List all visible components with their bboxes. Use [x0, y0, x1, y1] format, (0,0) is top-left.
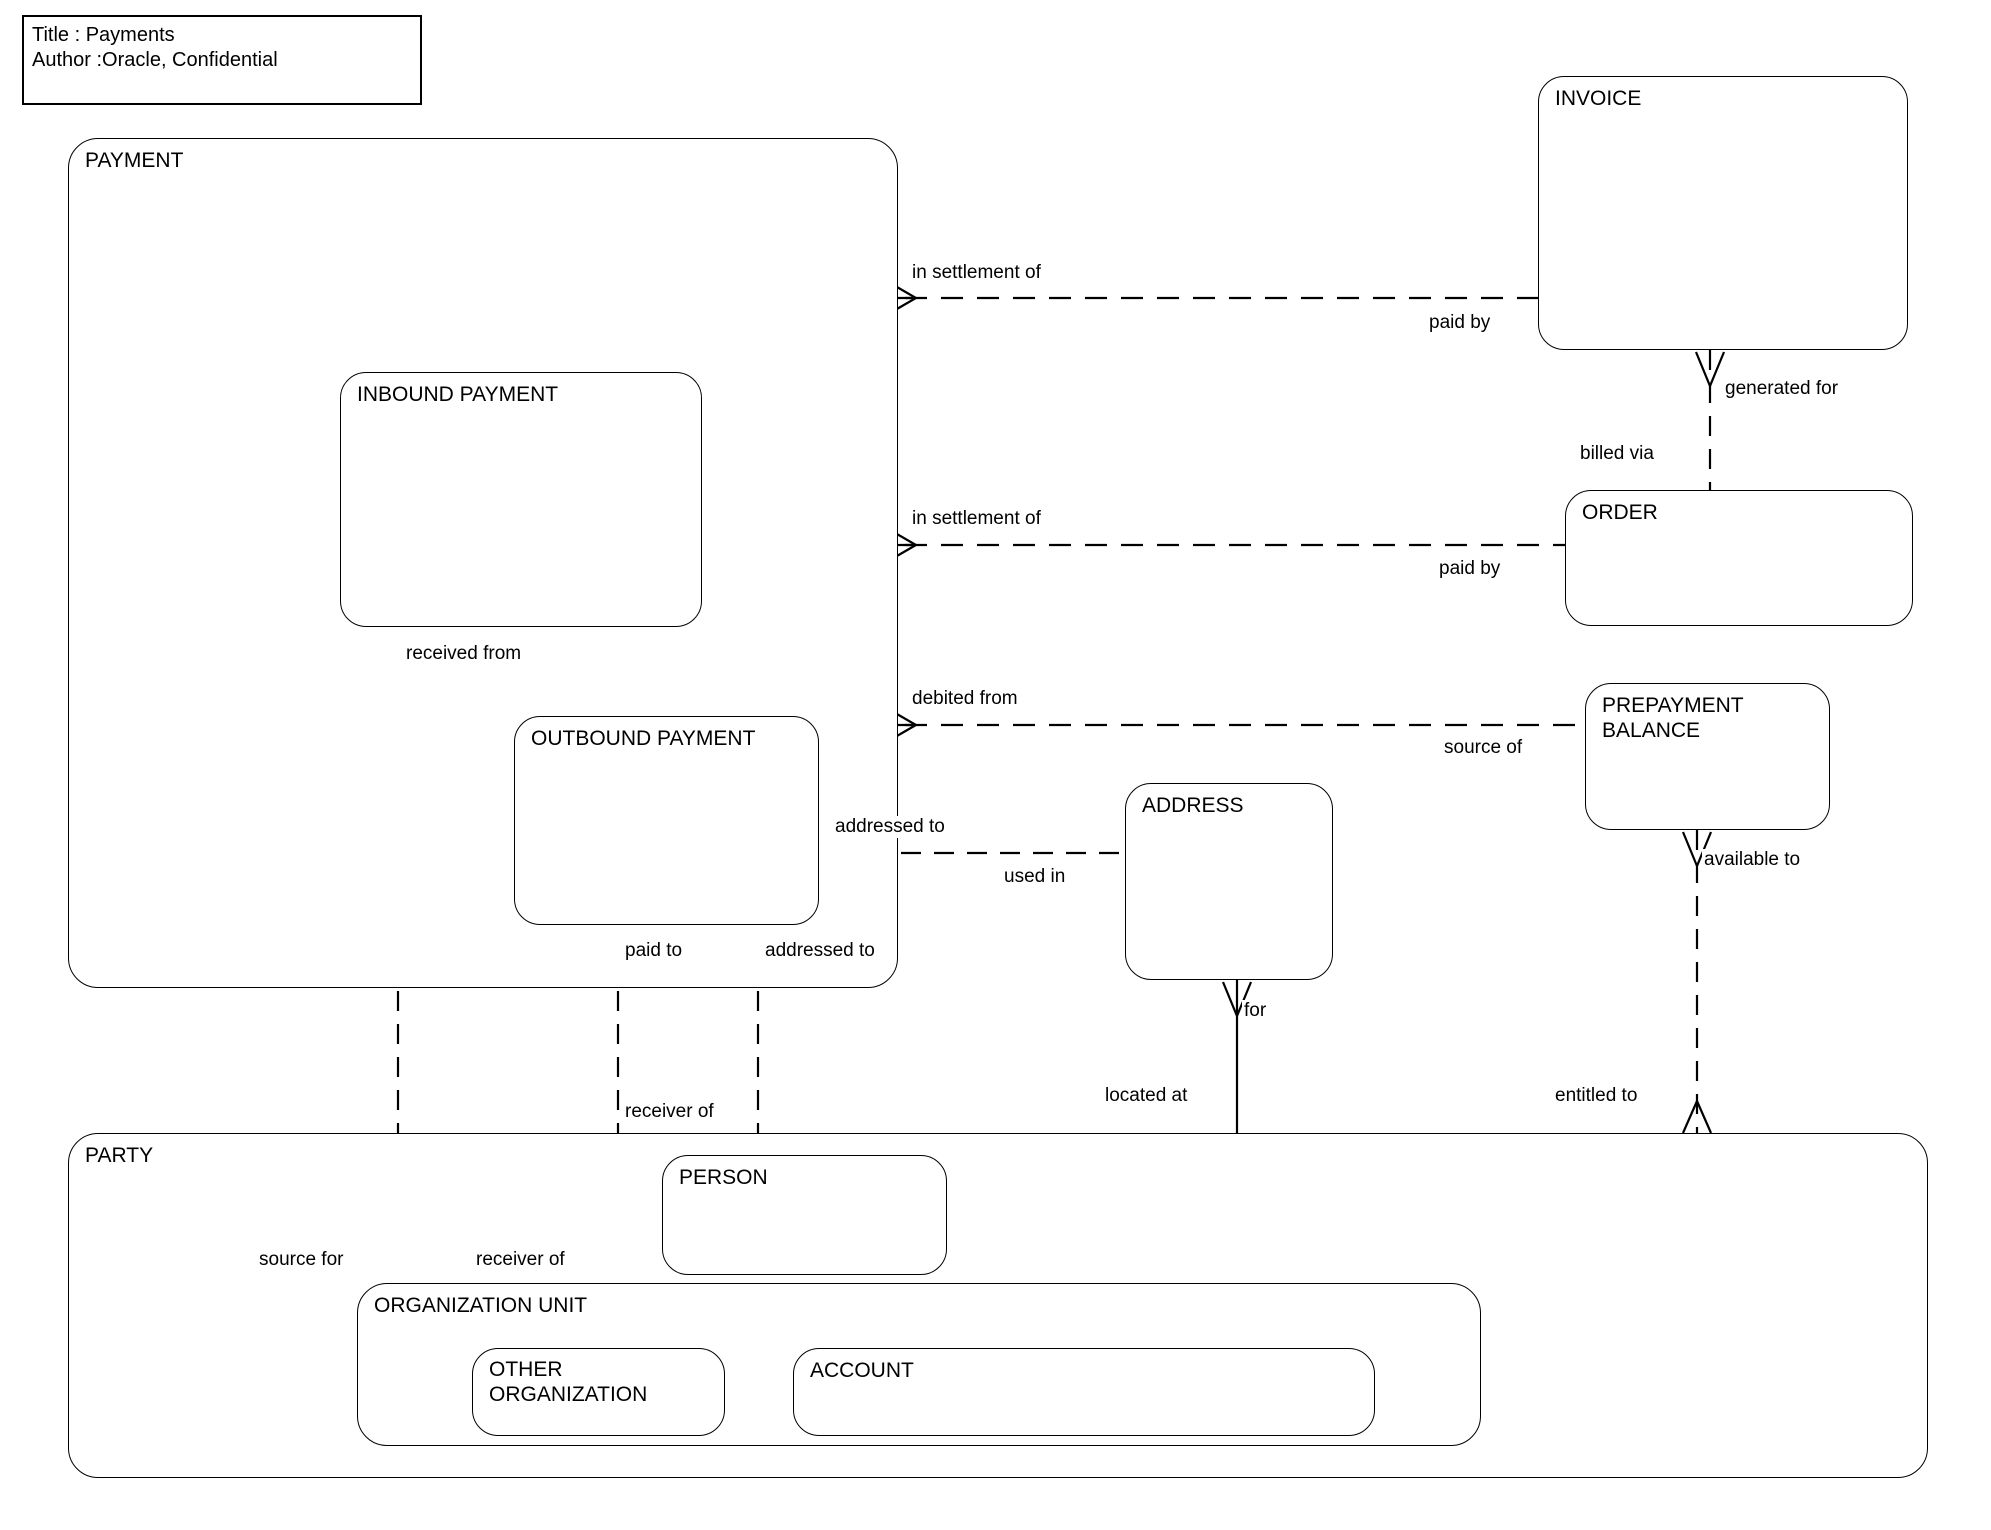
diagram-title: Title : Payments [32, 24, 175, 46]
entity-other-organization-label-line1: OTHER [489, 1358, 563, 1381]
entity-account-label: ACCOUNT [810, 1359, 914, 1382]
label-source-for: source for [257, 1249, 346, 1271]
label-paid-by-order: paid by [1437, 558, 1503, 580]
title-block: Title : Payments Author :Oracle, Confide… [22, 15, 422, 105]
entity-address[interactable]: ADDRESS [1125, 783, 1333, 980]
crowfoot-party-prepayment [1681, 1098, 1713, 1134]
label-receiver-of-org: receiver of [474, 1249, 567, 1271]
container-organization-unit-label: ORGANIZATION UNIT [374, 1294, 588, 1317]
entity-other-organization[interactable]: OTHER ORGANIZATION [472, 1348, 725, 1436]
entity-invoice[interactable]: INVOICE [1538, 76, 1908, 350]
entity-address-label: ADDRESS [1142, 794, 1244, 817]
label-billed-via: billed via [1578, 443, 1656, 465]
container-payment-label: PAYMENT [85, 149, 184, 172]
crowfoot-prepayment-party [1681, 831, 1713, 869]
label-receiver-of-person: receiver of [623, 1101, 716, 1123]
entity-outbound-payment-label: OUTBOUND PAYMENT [531, 727, 756, 750]
entity-person-label: PERSON [679, 1166, 768, 1189]
entity-outbound-payment[interactable]: OUTBOUND PAYMENT [514, 716, 819, 925]
label-used-in: used in [1002, 866, 1068, 888]
crowfoot-address-party [1221, 981, 1253, 1019]
label-received-from: received from [404, 643, 524, 665]
label-for: for [1242, 1000, 1269, 1022]
diagram-author: Author :Oracle, Confidential [32, 49, 278, 71]
label-available-to: available to [1702, 849, 1803, 871]
label-in-settlement-of-invoice: in settlement of [910, 262, 1043, 284]
label-in-settlement-of-order: in settlement of [910, 508, 1043, 530]
entity-invoice-label: INVOICE [1555, 87, 1642, 110]
label-addressed-to-address: addressed to [833, 816, 947, 838]
label-generated-for: generated for [1723, 378, 1841, 400]
entity-prepayment-balance-label-line2: BALANCE [1602, 719, 1701, 742]
entity-prepayment-balance-label-line1: PREPAYMENT [1602, 694, 1744, 717]
label-located-at: located at [1103, 1085, 1190, 1107]
label-paid-by-invoice: paid by [1427, 312, 1493, 334]
entity-prepayment-balance[interactable]: PREPAYMENT BALANCE [1585, 683, 1830, 830]
crowfoot-invoice-order [1694, 351, 1726, 389]
entity-order-label: ORDER [1582, 501, 1658, 524]
entity-other-organization-label-line2: ORGANIZATION [489, 1383, 648, 1406]
entity-account[interactable]: ACCOUNT [793, 1348, 1375, 1436]
entity-person[interactable]: PERSON [662, 1155, 947, 1275]
label-addressed-to-person: addressed to [763, 940, 877, 962]
container-party-label: PARTY [85, 1144, 154, 1167]
entity-inbound-payment[interactable]: INBOUND PAYMENT [340, 372, 702, 627]
entity-inbound-payment-label: INBOUND PAYMENT [357, 383, 559, 406]
label-debited-from: debited from [910, 688, 1020, 710]
label-entitled-to: entitled to [1553, 1085, 1640, 1107]
entity-order[interactable]: ORDER [1565, 490, 1913, 626]
label-source-of: source of [1442, 737, 1525, 759]
label-paid-to: paid to [623, 940, 685, 962]
